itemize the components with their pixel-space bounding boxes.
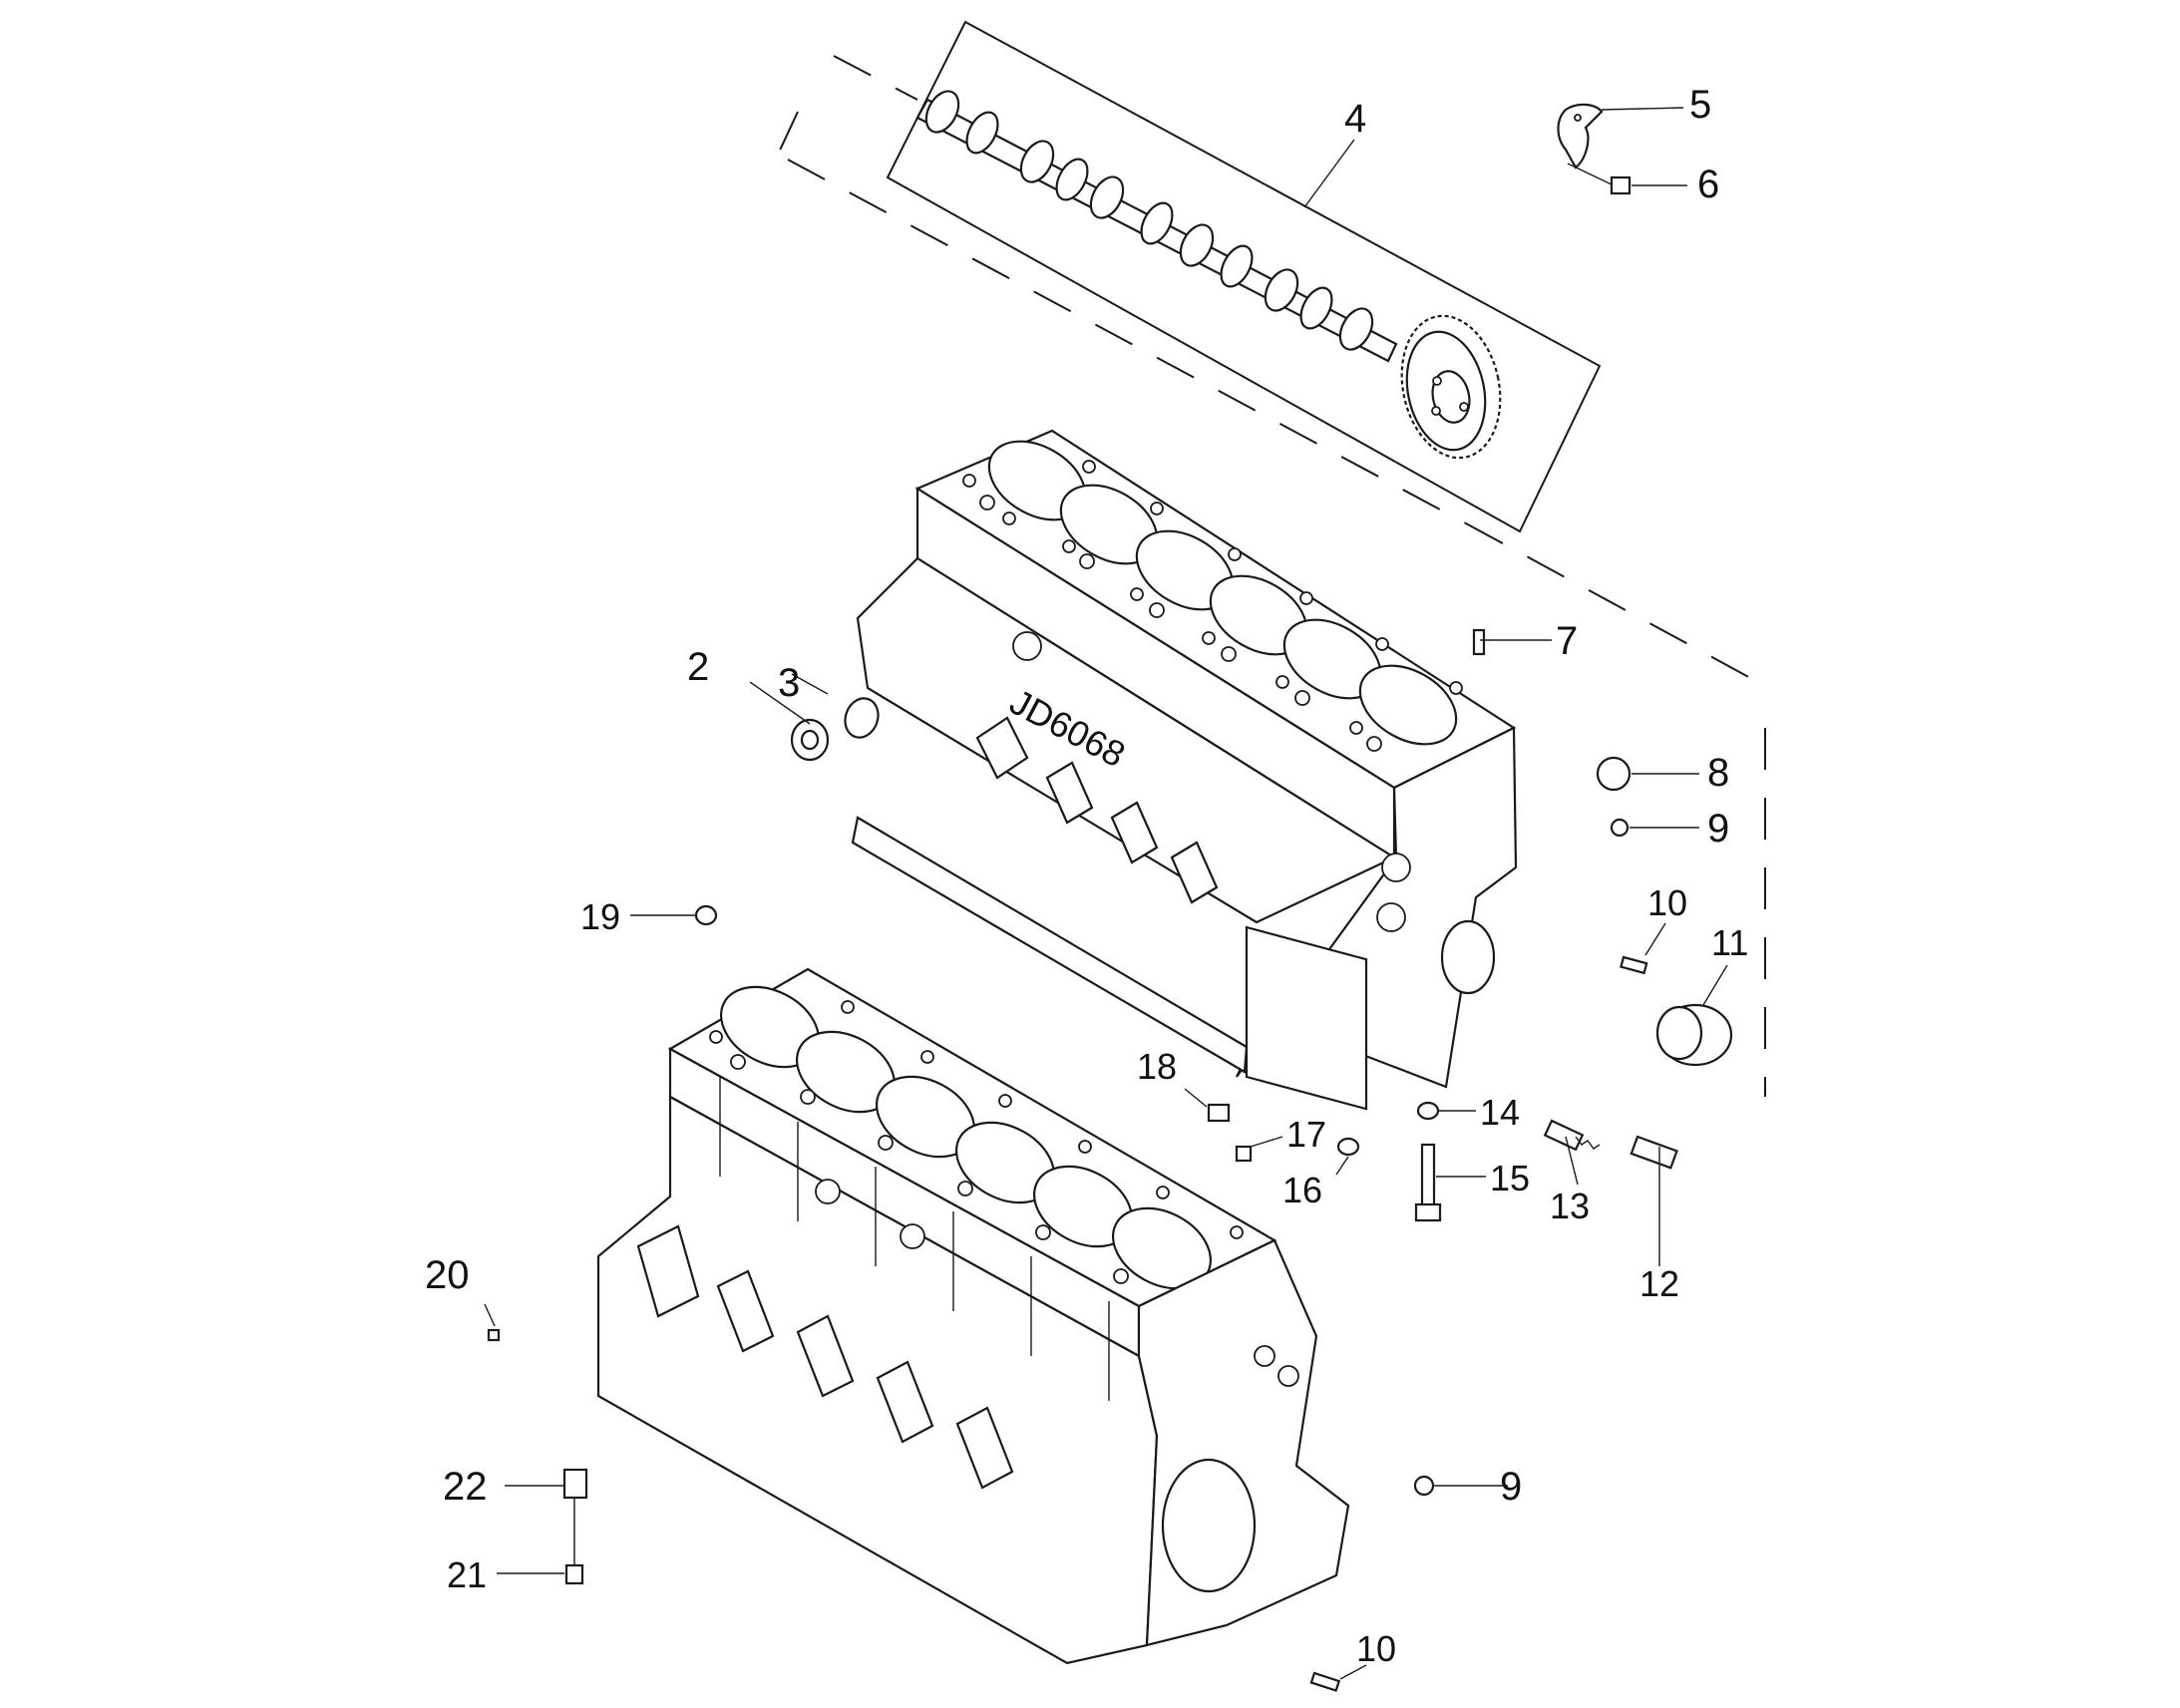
- bolt-part-15: [1414, 1143, 1442, 1222]
- callout-10-upper: 10: [1647, 882, 1687, 923]
- dowel-part-10-upper: [1620, 955, 1648, 975]
- bolt-part-6: [1567, 163, 1632, 195]
- callout-17: 17: [1286, 1114, 1326, 1155]
- fitting-part-12: [1630, 1135, 1678, 1170]
- plug-part-9-lower: [1413, 1475, 1435, 1497]
- callout-12: 12: [1639, 1263, 1679, 1304]
- washer-part-14: [1416, 1101, 1440, 1121]
- fitting-part-17: [1235, 1145, 1253, 1163]
- valve-part-13: [1543, 1119, 1601, 1152]
- cylinder-block-upper: JD6068: [851, 429, 1518, 1111]
- callout-10-lower: 10: [1356, 1628, 1396, 1669]
- callout-14: 14: [1480, 1092, 1520, 1133]
- plug-part-18: [1207, 1103, 1231, 1123]
- plug-part-19: [694, 904, 718, 926]
- callout-8: 8: [1707, 751, 1729, 795]
- callout-4: 4: [1344, 97, 1366, 141]
- plug-part-2: [790, 718, 830, 762]
- sensor-part-22: [562, 1468, 588, 1500]
- screw-part-20: [487, 1328, 501, 1342]
- callout-15: 15: [1490, 1158, 1530, 1198]
- seal-part-8: [1596, 756, 1632, 792]
- callout-3: 3: [778, 661, 800, 705]
- plug-part-9-upper: [1610, 818, 1630, 838]
- callout-5: 5: [1689, 83, 1711, 127]
- cylinder-block-lower: [596, 967, 1350, 1665]
- axis-lines-top: [777, 55, 1766, 1097]
- leader-lines: [484, 107, 1728, 1680]
- plug-part-21: [564, 1563, 584, 1585]
- callout-18: 18: [1137, 1046, 1177, 1087]
- dowel-part-10-lower: [1309, 1671, 1341, 1692]
- washer-part-16: [1336, 1137, 1360, 1157]
- sleeve-part-11: [1655, 1003, 1733, 1067]
- pin-part-7: [1472, 628, 1486, 656]
- callout-16: 16: [1282, 1170, 1322, 1210]
- callouts: 2 3 4 5 6 7 8 9 9 10 10 11 12 13 14 15 1…: [425, 83, 1748, 1669]
- camshaft: [886, 20, 1602, 533]
- callout-13: 13: [1550, 1186, 1590, 1226]
- callout-22: 22: [443, 1465, 488, 1509]
- callout-2: 2: [687, 645, 709, 689]
- callout-19: 19: [580, 896, 620, 937]
- bracket-part-5: [1557, 103, 1604, 170]
- callout-9-upper: 9: [1707, 807, 1729, 851]
- o-ring-part-3: [844, 697, 880, 739]
- callout-21: 21: [447, 1554, 487, 1595]
- callout-7: 7: [1556, 619, 1578, 663]
- callout-6: 6: [1697, 163, 1719, 206]
- callout-11: 11: [1711, 922, 1748, 963]
- callout-20: 20: [425, 1253, 470, 1297]
- callout-9-lower: 9: [1500, 1465, 1522, 1509]
